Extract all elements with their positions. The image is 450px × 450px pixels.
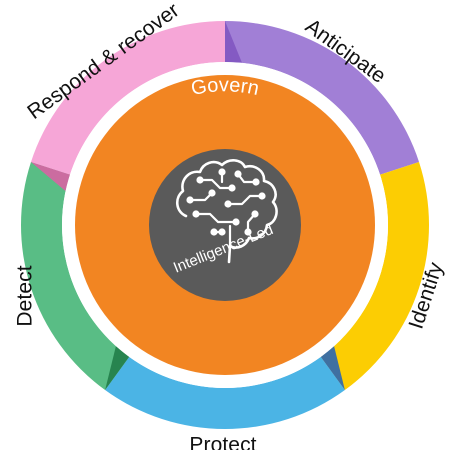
identify-edge-shadow	[320, 346, 345, 391]
respond-edge-shadow	[30, 161, 70, 192]
circuit-node	[258, 192, 266, 200]
circuit-node	[196, 176, 204, 184]
anticipate-edge-shadow	[225, 21, 243, 63]
circuit-node	[218, 168, 226, 176]
govern-label: Govern	[189, 74, 261, 100]
circuit-node	[218, 228, 226, 236]
circuit-trace	[198, 178, 234, 190]
segment-respond-recover	[30, 21, 226, 175]
segment-identify	[320, 161, 429, 391]
label-detect: Detect	[14, 265, 37, 326]
circuit-node	[192, 210, 200, 218]
detect-edge-shadow	[105, 346, 130, 391]
circuit-node	[208, 189, 216, 197]
label-protect: Protect	[189, 434, 256, 450]
circuit-node	[210, 228, 218, 236]
brain-outline	[176, 159, 278, 264]
segments-group	[20, 21, 429, 430]
circuit-node	[244, 228, 252, 236]
center-circle	[149, 149, 301, 301]
circuit-trace	[226, 194, 264, 206]
circuit-node	[228, 184, 236, 192]
brain-circuit-icon	[176, 159, 278, 264]
circuit-node	[186, 196, 194, 204]
segment-anticipate	[225, 21, 420, 175]
circuit-trace	[194, 212, 238, 224]
circuit-node	[234, 170, 242, 178]
circuit-node	[232, 218, 240, 226]
segment-detect	[20, 161, 130, 391]
govern-label-path: Govern	[189, 74, 261, 100]
segment-protect	[105, 356, 345, 430]
circuit-node	[251, 210, 259, 218]
circuit-node	[224, 200, 232, 208]
circuit-node	[252, 178, 260, 186]
